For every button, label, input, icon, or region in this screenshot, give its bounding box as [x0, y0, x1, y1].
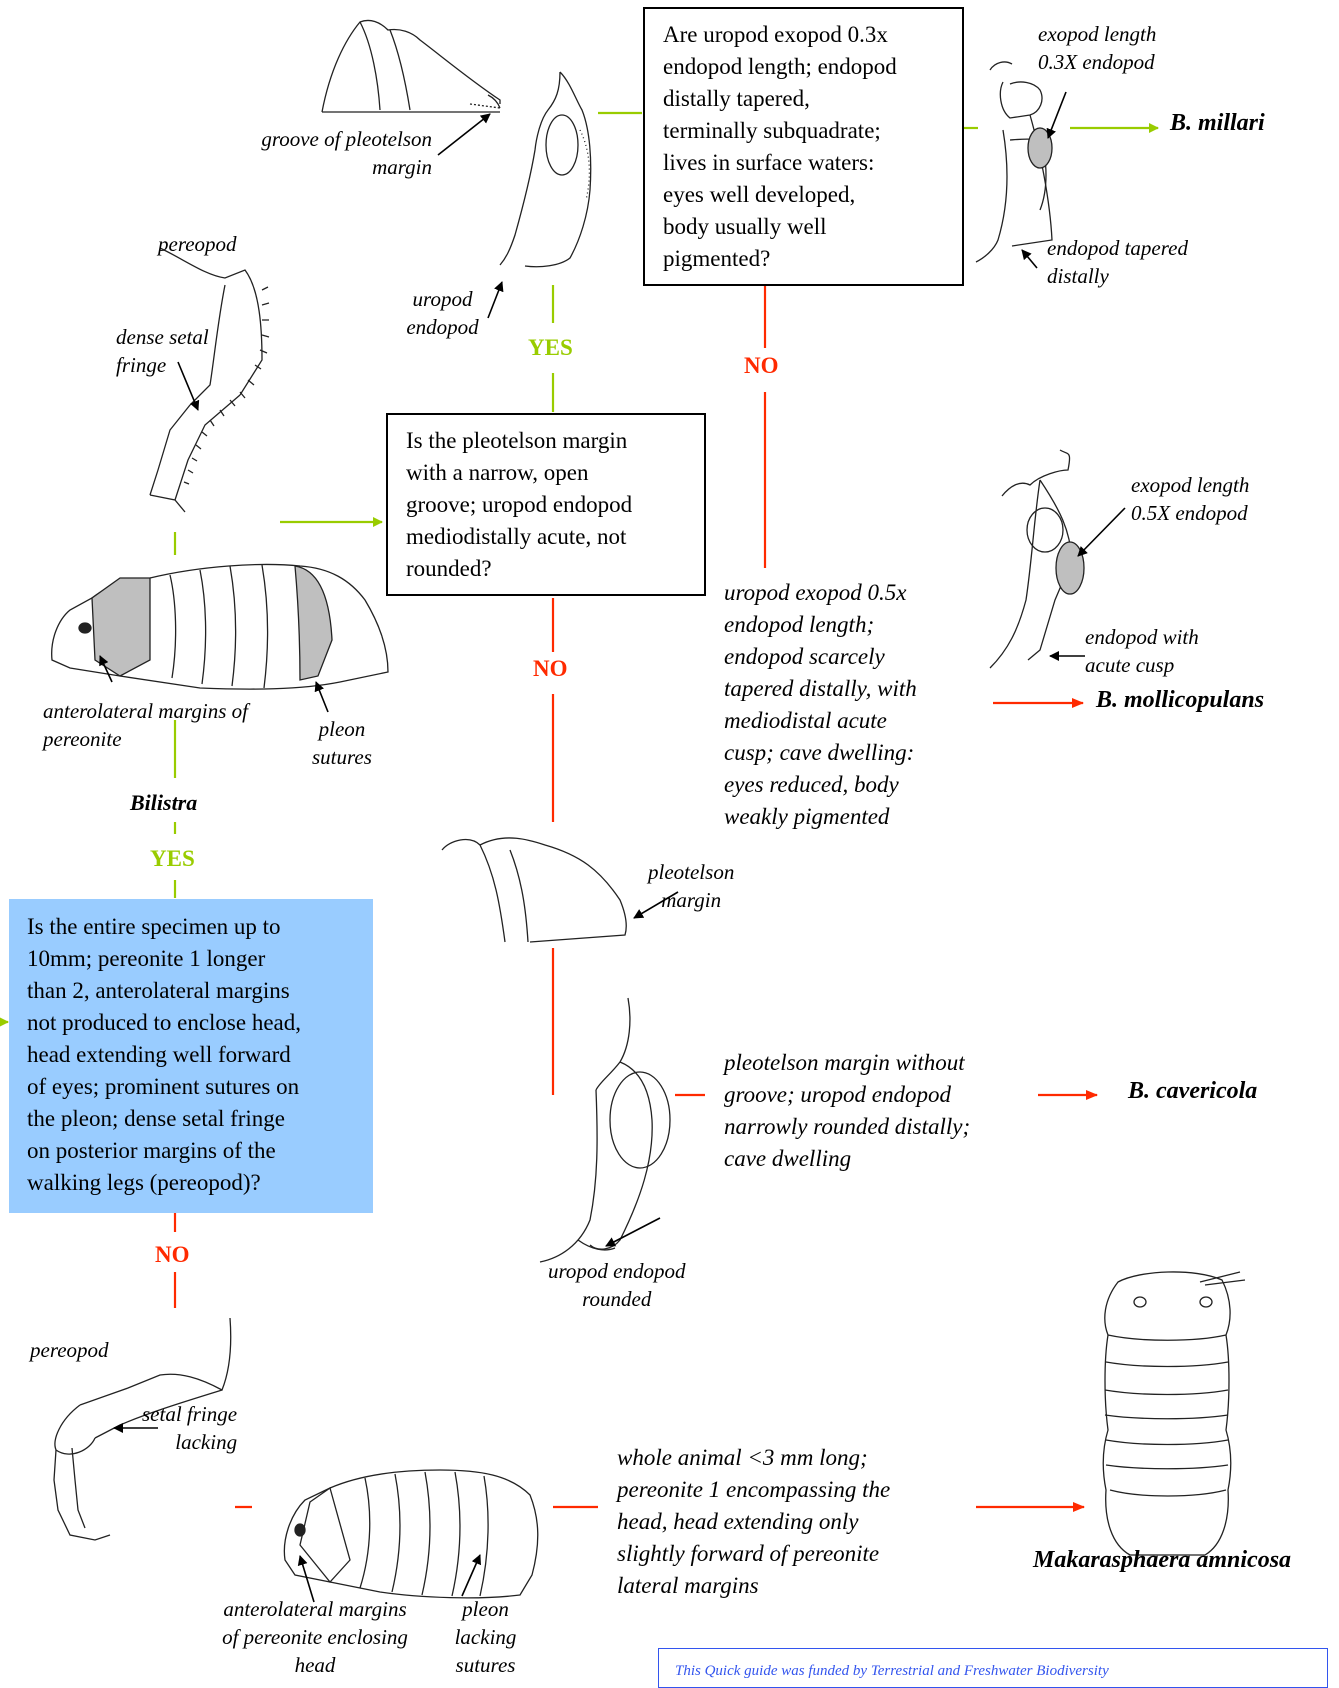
- caption-groove: groove of pleotelson margin: [232, 125, 432, 181]
- no-label-mid: NO: [533, 656, 568, 682]
- description-makarasphaera: whole animal <3 mm long; pereonite 1 enc…: [617, 1442, 967, 1602]
- caption-dense-setal: dense setal fringe: [116, 323, 209, 379]
- caption-pleotelson-margin: pleotelson margin: [648, 858, 734, 914]
- caption-exopod-05: exopod length 0.5X endopod: [1131, 471, 1249, 527]
- mollicopulans-uropod-drawing: [990, 450, 1084, 668]
- caption-pleon-lacking: pleon lacking sutures: [448, 1595, 523, 1679]
- makarasphaera-body-drawing: [284, 1470, 537, 1598]
- pereopod-setal-drawing: [150, 248, 269, 512]
- question-box-bilistra: Is the entire specimen up to 10mm; pereo…: [9, 899, 373, 1213]
- bilistra-body-drawing: [52, 565, 388, 690]
- caption-endopod-acute: endopod with acute cusp: [1085, 623, 1199, 679]
- millari-uropod-drawing: [976, 62, 1052, 262]
- caption-exopod-03: exopod length 0.3X endopod: [1038, 20, 1156, 76]
- question-box-groove: Is the pleotelson margin with a narrow, …: [386, 413, 706, 596]
- caption-anterolateral: anterolateral margins of pereonite: [43, 697, 248, 753]
- description-cavericola: pleotelson margin without groove; uropod…: [724, 1047, 1024, 1175]
- pointer-arrows: [100, 92, 1125, 1602]
- no-label-right: NO: [744, 353, 779, 379]
- genus-bilistra: Bilistra: [130, 790, 197, 816]
- question-box-millari: Are uropod exopod 0.3x endopod length; e…: [643, 7, 964, 286]
- footer-credit: This Quick guide was funded by Terrestri…: [658, 1648, 1328, 1688]
- yes-label-top: YES: [528, 335, 573, 361]
- caption-pereopod-bottom: pereopod: [30, 1336, 109, 1364]
- caption-pereopod-top: pereopod: [158, 230, 237, 258]
- caption-endopod-tapered: endopod tapered distally: [1047, 234, 1188, 290]
- species-millari: B. millari: [1170, 110, 1265, 137]
- caption-setal-lacking: setal fringe lacking: [142, 1400, 237, 1456]
- no-label-left: NO: [155, 1242, 190, 1268]
- yes-label-left: YES: [150, 846, 195, 872]
- pleotelson-groove-drawing: [322, 20, 500, 112]
- pleotelson-margin-drawing: [442, 838, 626, 942]
- species-mollicopulans: B. mollicopulans: [1096, 687, 1264, 714]
- caption-uropod-endopod: uropod endopod: [395, 285, 490, 341]
- caption-anterolateral-enclosing: anterolateral margins of pereonite enclo…: [200, 1595, 430, 1679]
- species-cavericola: B. cavericola: [1128, 1078, 1257, 1105]
- caption-uropod-rounded: uropod endopod rounded: [548, 1257, 685, 1313]
- uropod-endopod-drawing: [500, 72, 591, 267]
- species-makarasphaera: Makarasphaera amnicosa: [1033, 1547, 1291, 1574]
- caption-pleon-sutures: pleon sutures: [312, 715, 372, 771]
- description-mollicopulans: uropod exopod 0.5x endopod length; endop…: [724, 577, 984, 833]
- makarasphaera-dorsal-drawing: [1103, 1272, 1245, 1555]
